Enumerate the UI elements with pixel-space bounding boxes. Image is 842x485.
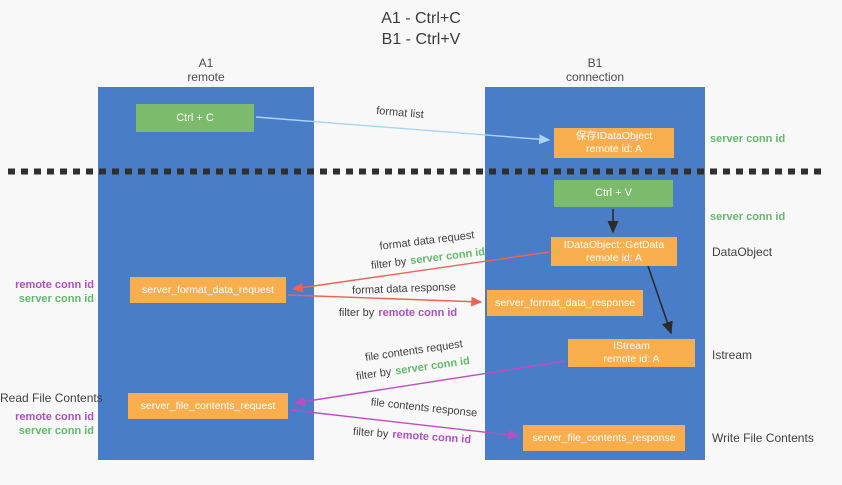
node-idataobject-getdata-line2: remote id: A [585,251,643,264]
node-server-file-contents-response: server_file_contents_response [523,425,685,451]
filter-by-text: filter by [352,425,389,441]
node-save-idataobject: 保存IDataObject remote id: A [554,128,674,158]
column-header-b1: B1 connection [485,56,705,84]
filter-by-text: filter by [338,307,375,319]
node-server-file-contents-request-label: server_file_contents_request [140,399,276,412]
node-server-format-data-request: server_format_data_request [130,277,286,303]
right-label-write-file-contents: Write File Contents [712,431,814,445]
node-server-format-data-response-label: server_format_data_response [494,296,636,309]
title-line-a1: A1 - Ctrl+C [381,10,461,27]
arrow-file-contents-request [293,360,567,407]
left-label-server-conn-id-1: server conn id [18,293,94,305]
node-server-file-contents-response-label: server_file_contents_response [532,431,676,444]
node-ctrl-c: Ctrl + C [136,104,254,132]
left-label-remote-conn-id-1: remote conn id [15,279,94,291]
node-ctrl-v-label: Ctrl + V [595,187,632,199]
left-label-read-file-contents: Read File Contents [0,391,103,405]
node-server-format-data-request-label: server_format_data_request [142,283,274,296]
column-b1-subtitle: connection [565,70,625,84]
right-label-dataobject: DataObject [712,245,773,259]
node-ctrl-v: Ctrl + V [554,180,673,207]
arrow-format-data-request [291,251,550,293]
arrow-format-data-response [287,294,483,307]
node-istream: IStream remote id: A [568,339,695,367]
node-save-idataobject-line1: 保存IDataObject [575,130,653,142]
diagram-title: A1 - Ctrl+C B1 - Ctrl+V [0,8,842,50]
left-label-remote-conn-id-2: remote conn id [15,411,94,423]
node-server-format-data-response: server_format_data_response [487,290,643,316]
right-label-server-conn-id-top: server conn id [710,133,786,145]
node-server-file-contents-request: server_file_contents_request [128,393,288,419]
column-b1-name: B1 [587,56,603,70]
arrow-getdata-to-istream [647,265,673,335]
column-a1-name: A1 [198,56,214,70]
left-label-server-conn-id-2: server conn id [18,425,94,437]
title-line-b1: B1 - Ctrl+V [381,31,461,48]
node-istream-line1: IStream [613,340,650,352]
node-ctrl-c-label: Ctrl + C [176,111,214,124]
remote-conn-id-text: remote conn id [378,307,458,319]
arrow-file-contents-response [290,409,520,440]
column-header-a1: A1 remote [98,56,314,84]
node-idataobject-getdata: IDataObject::GetData remote id: A [551,237,677,266]
column-a1-subtitle: remote [187,70,225,84]
node-istream-line2: remote id: A [603,353,660,365]
right-label-istream: Istream [712,348,753,362]
right-label-server-conn-id-mid: server conn id [710,211,786,223]
node-idataobject-getdata-line1: IDataObject::GetData [563,238,665,251]
node-save-idataobject-line2: remote id: A [585,143,643,155]
arrow-format-list [255,116,551,145]
